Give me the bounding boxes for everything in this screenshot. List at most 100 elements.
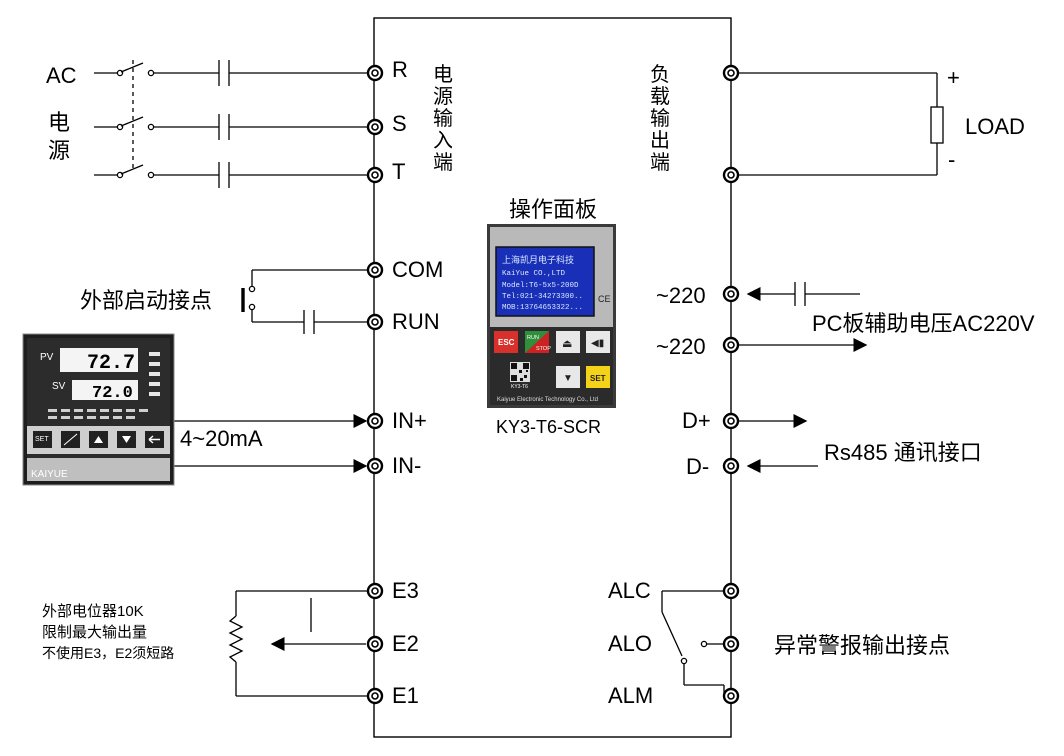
lcd-line-4: Tel:021-34273300.. [502,293,583,301]
load-minus-label: - [948,147,955,172]
aux-1-label: ~220 [656,283,706,308]
terminal-aux-2 [722,336,740,354]
panel-key-eject-label: ⏏ [562,338,572,350]
meter-led-row [48,409,148,419]
input-caption-char: 入 [433,130,453,152]
panel-key-set-label: SET [590,374,606,383]
ext-start-label: 外部启动接点 [80,288,212,313]
terminal-in-minus-label: IN- [392,453,421,478]
d-plus-label: D+ [682,408,711,433]
terminal-t-label: T [392,159,405,184]
terminal-in-minus [366,457,384,475]
alo-label: ALO [608,631,652,656]
terminal-run [366,313,384,331]
meter-indicators [149,352,160,396]
alc-label: ALC [608,578,651,603]
terminal-t [366,166,384,184]
load-label: LOAD [965,114,1025,139]
panel-key-set [586,366,610,388]
ac-label: AC [46,63,77,88]
terminal-alm [722,687,740,705]
temperature-meter: PV SV 72.7 72.0 SET KAIYUE [22,333,175,486]
ce-mark: CE [598,294,611,304]
terminal-alc [722,582,740,600]
meter-key-set [33,431,52,448]
terminal-s-label: S [392,111,407,136]
terminal-load-plus [722,64,740,82]
panel-key-shift [586,331,610,353]
aux-2-label: ~220 [656,334,706,359]
source-char-1: 电 [48,110,70,135]
lcd-line-3: Model:T6-5x5-200D [502,282,579,290]
potentiometer [228,590,368,697]
pv-display [60,348,138,372]
comm-caption: Rs485 通讯接口 [824,440,982,465]
terminal-com-label: COM [392,257,443,282]
source-char-2: 源 [48,138,70,163]
lcd-line-5: MOB:13764653322... [502,304,583,312]
input-caption: 电 源 输 入 端 [433,63,453,174]
panel-company: Kaiyue Electronic Technology Co., Ltd [497,397,598,403]
meter-key-set-label: SET [35,436,49,443]
load-plus-label: + [947,65,960,90]
terminal-e1 [366,687,384,705]
panel-key-esc-label: ESC [498,338,515,347]
signal-label: 4~20mA [180,426,263,451]
output-caption-char: 出 [650,129,670,152]
operation-panel: 上海凯月电子科技 KaiYue CO.,LTD Model:T6-5x5-200… [487,224,616,408]
ac-source [94,60,368,188]
terminal-d-minus [722,457,740,475]
sv-display [72,380,138,400]
panel-key-shift-label: ◀▮ [591,338,604,349]
e3-label: E3 [392,578,419,603]
terminal-d-plus [722,412,740,430]
output-caption-char: 载 [650,85,670,108]
panel-key-stop-label: STOP [536,346,551,352]
terminal-e2 [366,635,384,653]
terminal-s [366,118,384,136]
panel-key-run-label: RUN [527,335,539,341]
panel-model-caption: KY3-T6-SCR [496,417,601,437]
terminal-load-minus [722,166,740,184]
controller-box [373,17,732,738]
panel-key-esc [494,331,518,353]
pot-note-2: 限制最大输出量 [42,624,147,641]
sv-label: SV [52,381,66,392]
pv-value: 72.7 [87,352,135,375]
ext-start-contact [241,269,368,334]
panel-key-down-label: ▼ [563,373,573,384]
input-caption-char: 源 [433,85,453,108]
panel-key-eject [556,331,580,353]
alarm-contact [661,590,725,696]
pot-note-1: 外部电位器10K [42,603,144,620]
load-wiring [738,72,944,176]
input-caption-char: 端 [433,151,453,174]
output-caption-char: 输 [650,107,670,130]
lcd-line-1: 上海凯月电子科技 [502,254,574,266]
output-caption: 负 载 输 出 端 [650,63,670,174]
lcd-line-2: KaiYue CO.,LTD [502,270,566,278]
panel-qr-caption: KY3-T6 [511,384,528,390]
d-minus-label: D- [686,454,709,479]
sv-value: 72.0 [92,384,133,403]
terminal-aux-1 [722,285,740,303]
aux-caption: PC板辅助电压AC220V [812,311,1035,336]
terminal-in-plus [366,412,384,430]
meter-brand: KAIYUE [31,469,68,480]
panel-lcd [495,246,595,317]
e1-label: E1 [392,683,419,708]
alm-label: ALM [608,683,653,708]
alarm-caption: 异常警报输出接点 [774,633,950,658]
input-caption-char: 输 [433,107,453,130]
terminal-run-label: RUN [392,309,440,334]
output-caption-char: 端 [650,151,670,174]
aux-wiring [738,282,868,352]
pot-note-3: 不使用E3，E2须短路 [42,645,174,661]
terminal-r [366,64,384,82]
pv-label: PV [40,352,54,363]
input-caption-char: 电 [433,63,453,86]
terminal-r-label: R [392,57,408,82]
panel-title: 操作面板 [509,197,597,222]
output-caption-char: 负 [650,63,670,86]
